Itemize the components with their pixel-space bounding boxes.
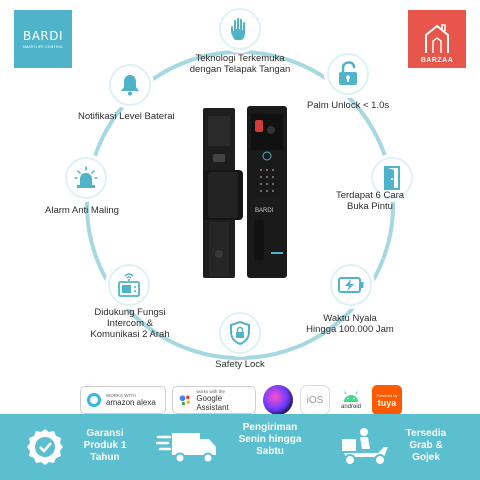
feature-node-battery <box>330 264 372 306</box>
footer-courier-line2: Grab & <box>409 440 443 451</box>
smart-lock-image <box>203 106 287 278</box>
alexa-badge-small: WORKS WITH <box>106 393 136 398</box>
feature-label-door: Terdapat 6 Cara Buka Pintu <box>320 190 420 212</box>
feature-label-intercom-line2: Intercom & <box>107 318 153 329</box>
feature-node-intercom <box>108 264 150 306</box>
feature-label-battery-line2: Hingga 100.000 Jam <box>306 324 394 335</box>
feature-node-palm <box>219 8 261 50</box>
ios-label: iOS <box>306 394 324 406</box>
barzaa-logo: BARZAA <box>408 10 466 68</box>
footer-warranty-line3: Tahun <box>90 452 120 463</box>
feature-label-palm: Teknologi Terkemuka dengan Telapak Tanga… <box>175 53 305 75</box>
unlock-icon <box>339 61 357 85</box>
footer-delivery-line1: Pengiriman <box>242 422 298 433</box>
feature-node-alarm <box>65 157 107 199</box>
footer-warranty-line1: Garansi <box>86 428 124 439</box>
google-assistant-icon <box>179 395 191 406</box>
tuya-small: Powered by <box>376 392 398 398</box>
feature-node-unlock <box>327 53 369 95</box>
feature-node-bell <box>109 64 151 106</box>
house-icon <box>425 24 449 53</box>
footer-item-warranty <box>26 414 64 480</box>
feature-label-battery: Waktu Nyala Hingga 100.000 Jam <box>300 313 400 335</box>
alexa-badge: WORKS WITH amazon alexa <box>80 386 166 414</box>
footer-item-delivery <box>156 414 218 480</box>
feature-label-intercom: Didukung Fungsi Intercom & Komunikasi 2 … <box>75 307 185 340</box>
footer-courier-line3: Gojek <box>412 452 440 463</box>
feature-label-palm-line1: Teknologi Terkemuka <box>195 53 285 64</box>
feature-label-palm-line2: dengan Telapak Tangan <box>189 64 291 75</box>
lock-brand-mark: BARDI <box>255 208 274 214</box>
feature-node-safety <box>219 312 261 354</box>
google-badge-small: works with the <box>196 388 225 394</box>
footer-courier-line1: Tersedia <box>405 428 447 439</box>
footer-banner: Garansi Produk 1 Tahun Pengiriman Senin … <box>0 414 480 480</box>
compatibility-bar: WORKS WITH amazon alexa works with the G… <box>0 382 480 418</box>
feature-label-battery-line1: Waktu Nyala <box>323 313 377 324</box>
battery-bolt-icon <box>338 277 364 293</box>
footer-text-courier: Tersedia Grab & Gojek <box>396 428 456 464</box>
intercom-icon <box>118 273 140 297</box>
feature-label-safety: Safety Lock <box>215 359 265 370</box>
siri-icon <box>263 385 293 415</box>
alexa-icon <box>87 393 101 407</box>
courier-scooter-icon <box>342 428 388 466</box>
door-icon <box>384 166 400 190</box>
feature-node-door <box>371 157 413 199</box>
delivery-truck-icon <box>156 433 216 464</box>
google-badge-big: Google Assistant <box>196 393 229 412</box>
bardi-logo-name: BARDI <box>22 29 64 43</box>
palm-hand-icon <box>231 17 245 40</box>
feature-label-unlock: Palm Unlock < 1.0s <box>307 100 390 111</box>
android-icon <box>344 391 358 402</box>
ios-icon: iOS <box>300 385 330 415</box>
footer-warranty-line2: Produk 1 <box>83 440 127 451</box>
feature-label-intercom-line3: Komunikasi 2 Arah <box>90 329 170 340</box>
android-badge: android <box>336 385 366 415</box>
android-label: android <box>340 404 361 410</box>
alarm-siren-icon <box>74 166 98 188</box>
google-assistant-badge: works with the Google Assistant <box>172 386 256 414</box>
bell-icon <box>121 75 139 96</box>
barzaa-logo-name: BARZAA <box>420 57 454 64</box>
bardi-logo: BARDI SMARTLIFE CONTROL <box>14 10 72 68</box>
footer-delivery-line3: Sabtu <box>256 446 284 457</box>
bardi-logo-tagline: SMARTLIFE CONTROL <box>22 45 64 49</box>
alexa-badge-big: amazon alexa <box>106 398 156 407</box>
feature-label-alarm: Alarm Anti Maling <box>45 205 119 216</box>
feature-label-intercom-line1: Didukung Fungsi <box>94 307 166 318</box>
shield-lock-icon <box>230 320 250 346</box>
footer-text-warranty: Garansi Produk 1 Tahun <box>70 428 140 464</box>
footer-text-delivery: Pengiriman Senin hingga Sabtu <box>225 422 315 458</box>
feature-label-door-line1: Terdapat 6 Cara <box>335 190 405 201</box>
footer-item-courier <box>338 414 390 480</box>
warranty-badge-icon <box>27 429 63 465</box>
feature-label-bell: Notifikasi Level Baterai <box>78 111 175 122</box>
feature-label-door-line2: Buka Pintu <box>347 201 393 212</box>
footer-delivery-line2: Senin hingga <box>238 434 302 445</box>
tuya-big: tuya <box>377 397 397 408</box>
tuya-badge: Powered by tuya <box>372 385 402 415</box>
